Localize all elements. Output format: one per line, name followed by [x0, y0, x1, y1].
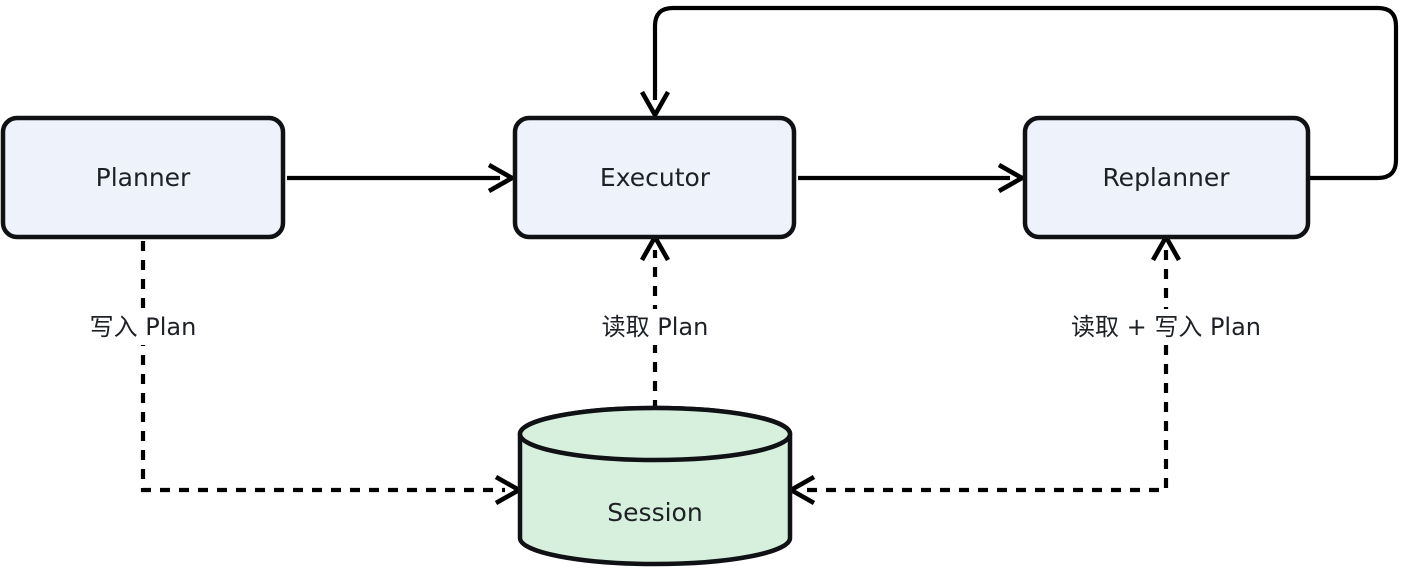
edge-label-write-plan: 写入 Plan: [70, 309, 216, 345]
edge-replanner-to-executor-loop: [639, 5, 1399, 181]
node-session-top-ellipse: [517, 405, 793, 463]
node-planner-shape[interactable]: [0, 115, 286, 240]
edge-planner-to-executor: [287, 162, 517, 194]
arrowhead-into-session-left: [494, 474, 524, 506]
edge-session-replanner-readwrite: [786, 232, 1182, 506]
edge-label-write-plan-text: 写入 Plan: [90, 313, 197, 341]
node-replanner-label: Replanner: [1102, 163, 1230, 192]
node-planner-label: Planner: [96, 163, 191, 192]
edge-label-read-plan: 读取 Plan: [582, 309, 728, 345]
edge-executor-to-replanner: [798, 162, 1027, 194]
edge-label-read-plan-text: 读取 Plan: [602, 313, 709, 341]
edge-label-read-write-plan: 读取 + 写入 Plan: [1058, 309, 1274, 345]
edge-planner-to-session: [140, 241, 524, 506]
node-session[interactable]: Session: [517, 405, 793, 567]
node-executor-label: Executor: [600, 163, 711, 192]
edge-feedback-loop-line: [652, 5, 1399, 181]
node-executor-shape[interactable]: [512, 115, 797, 240]
edge-label-read-plan-backdrop: [582, 309, 728, 345]
edge-label-write-plan-backdrop: [70, 309, 216, 345]
edge-label-read-write-plan-text: 读取 + 写入 Plan: [1071, 313, 1261, 341]
edge-planner-to-session-line: [140, 241, 505, 493]
node-executor[interactable]: Executor: [512, 115, 797, 240]
arrowhead-into-executor-top: [639, 90, 671, 120]
arrowhead-into-replanner-left: [997, 162, 1027, 194]
node-session-label: Session: [607, 498, 702, 527]
arrowhead-into-executor-left: [487, 162, 517, 194]
edge-replanner-readwrite-line: [805, 250, 1169, 493]
edge-label-read-write-plan-backdrop: [1058, 309, 1274, 345]
node-replanner-shape[interactable]: [1022, 115, 1311, 240]
node-planner[interactable]: Planner: [0, 115, 286, 240]
node-replanner[interactable]: Replanner: [1022, 115, 1311, 240]
